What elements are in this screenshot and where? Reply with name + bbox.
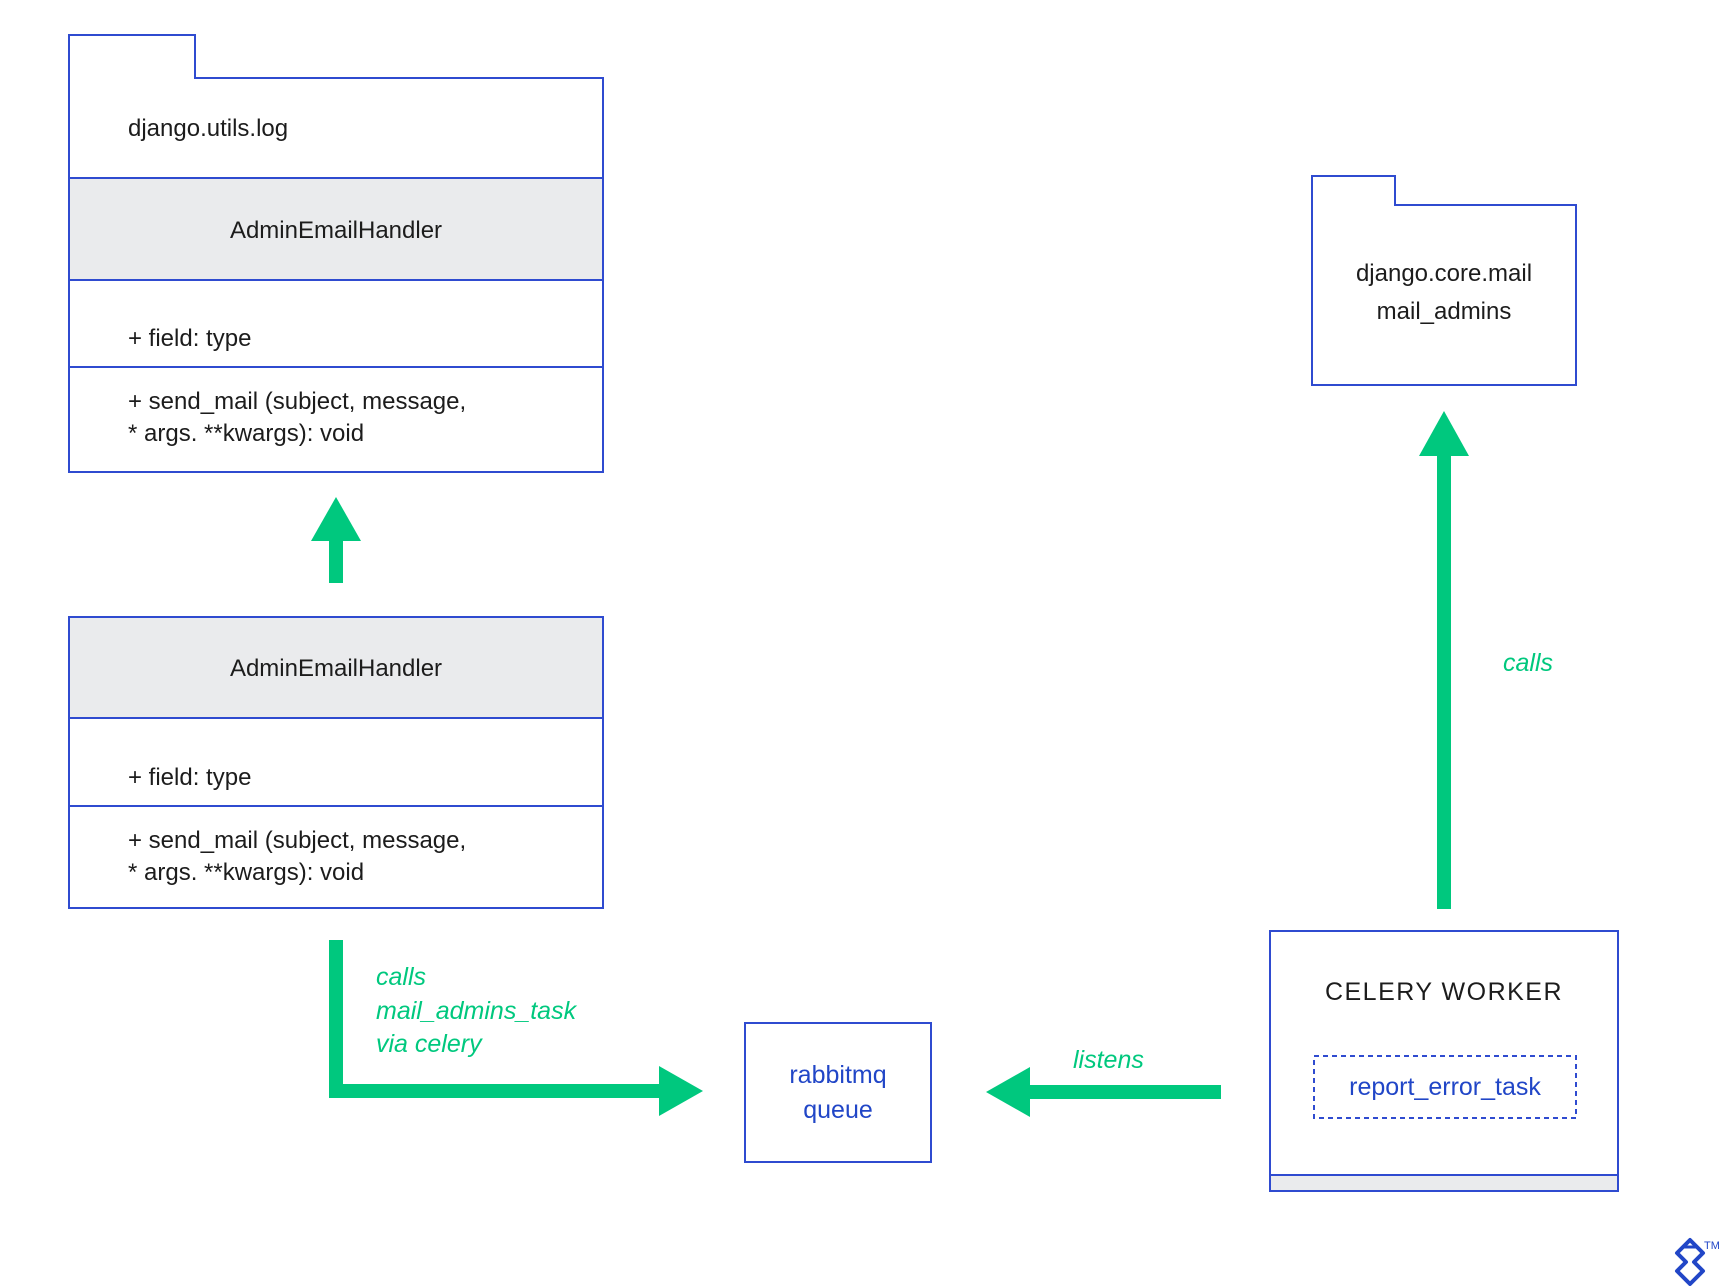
calls-task-arrow: [329, 940, 703, 1116]
calls-task-label-line1: calls: [376, 963, 426, 991]
task-box: [1313, 1055, 1577, 1119]
class-header: [70, 179, 602, 280]
class-method-line2: * args. **kwargs): void: [128, 859, 364, 886]
package-name: django.utils.log: [128, 115, 288, 142]
trademark-text: TM: [1704, 1240, 1720, 1252]
calls-task-label-line2: mail_admins_task: [376, 997, 578, 1025]
class-admin-email-handler: AdminEmailHandler + field: type + send_m…: [68, 616, 604, 909]
listens-label: listens: [1073, 1046, 1144, 1074]
class-name: AdminEmailHandler: [230, 655, 442, 682]
toptal-logo-icon: [1675, 1238, 1705, 1286]
package-function: mail_admins: [1377, 298, 1512, 325]
celery-worker: CELERY WORKER report_error_task: [1269, 930, 1619, 1192]
task-name: report_error_task: [1349, 1073, 1541, 1101]
calls-task-label-line3: via celery: [376, 1030, 483, 1058]
package-name: django.core.mail: [1356, 260, 1532, 287]
calls-mail-arrow: [1419, 411, 1469, 909]
listens-arrow: [986, 1067, 1221, 1117]
class-method-line2: * args. **kwargs): void: [128, 420, 364, 447]
class-field: + field: type: [128, 325, 251, 352]
calls-mail-label: calls: [1503, 649, 1553, 677]
class-method-line1: + send_mail (subject, message,: [128, 388, 466, 415]
queue-label-line1: rabbitmq: [789, 1061, 886, 1089]
package-django-utils-log: django.utils.log AdminEmailHandler + fie…: [68, 34, 604, 473]
worker-title: CELERY WORKER: [1325, 978, 1563, 1006]
inherits-arrow: [311, 497, 361, 583]
rabbitmq-queue: rabbitmq queue: [744, 1022, 932, 1163]
class-field: + field: type: [128, 764, 251, 791]
class-name: AdminEmailHandler: [230, 217, 442, 244]
class-box: [68, 616, 604, 909]
class-header: [69, 617, 603, 718]
package-django-core-mail: django.core.mail mail_admins: [1311, 175, 1577, 386]
queue-label-line2: queue: [803, 1096, 873, 1124]
class-method-line1: + send_mail (subject, message,: [128, 827, 466, 854]
